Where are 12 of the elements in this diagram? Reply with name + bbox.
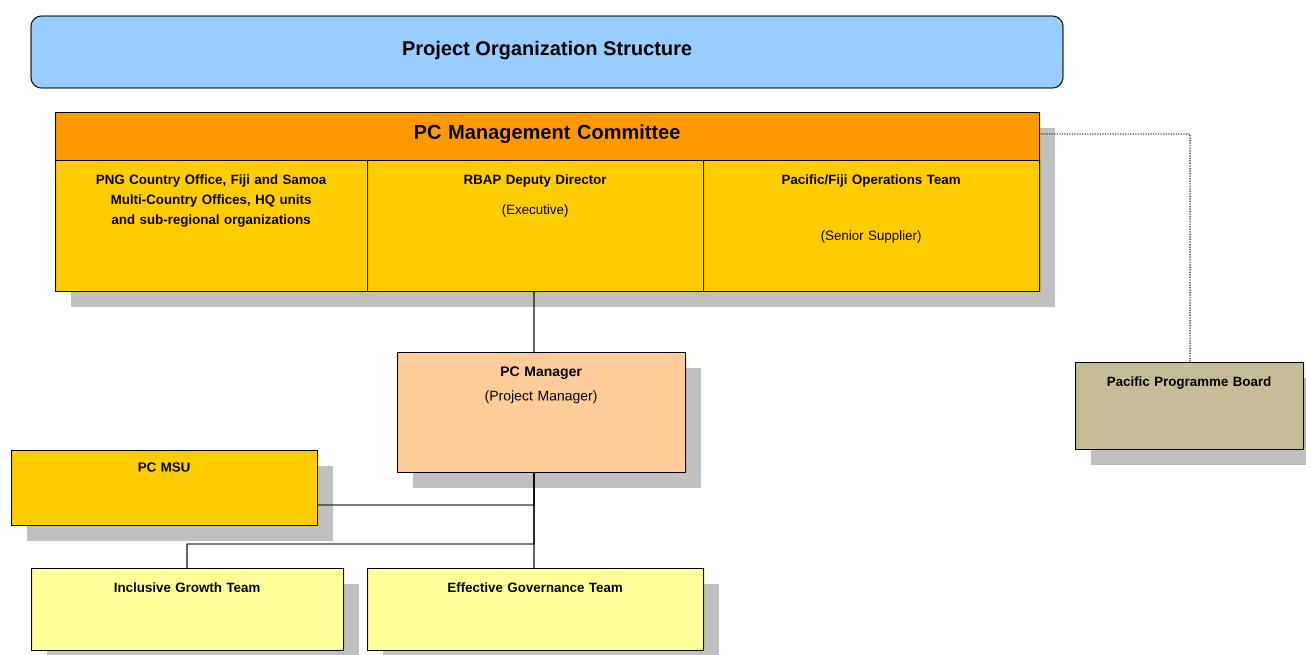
member-cell: Pacific/Fiji Operations Team (Senior Supplier)	[703, 160, 1041, 293]
connector-line	[533, 471, 535, 569]
member-cell: PNG Country Office, Fiji and Samoa Multi-Country Offices, HQ units and sub-regional organizations	[55, 160, 369, 293]
manager-box: PC Manager (Project Manager)	[397, 352, 701, 488]
connector-line	[533, 290, 535, 353]
title-banner: Project Organization Structure	[30, 15, 1064, 89]
board-box: Pacific Programme Board	[1075, 362, 1306, 465]
unit-box: PC MSU	[11, 450, 333, 541]
team-box: Inclusive Growth Team	[31, 568, 359, 655]
team-box: Effective Governance Team	[367, 568, 719, 655]
connector-line	[1038, 133, 1191, 363]
member-cell: RBAP Deputy Director (Executive)	[367, 160, 705, 293]
